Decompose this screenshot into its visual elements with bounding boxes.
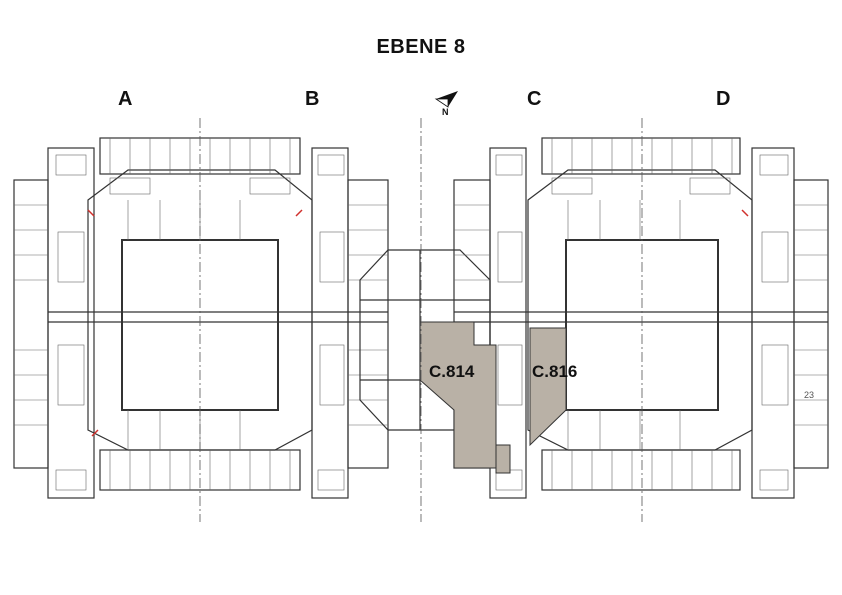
room-c816-area	[529, 327, 567, 447]
accent-marks	[87, 209, 749, 437]
floor-title: EBENE 8	[376, 36, 466, 58]
wing-label-b: B	[305, 88, 320, 110]
axis-lines	[199, 118, 643, 522]
north-arrow-icon	[434, 91, 458, 108]
wing-label-c: C	[527, 88, 542, 110]
room-number-23: 23	[804, 390, 815, 400]
room-label-c814: C.814	[429, 362, 475, 381]
wing-label-d: D	[716, 88, 731, 110]
right-building-outline	[453, 137, 829, 499]
highlighted-rooms	[419, 321, 567, 474]
right-building-rooms	[454, 138, 828, 491]
north-letter: N	[442, 107, 449, 117]
room-c814-area	[419, 321, 497, 469]
room-c814-annex	[495, 444, 511, 474]
room-label-c816: C.816	[532, 362, 578, 381]
wing-label-a: A	[118, 88, 133, 110]
left-building-outline	[13, 137, 389, 499]
left-building-rooms	[14, 138, 388, 491]
